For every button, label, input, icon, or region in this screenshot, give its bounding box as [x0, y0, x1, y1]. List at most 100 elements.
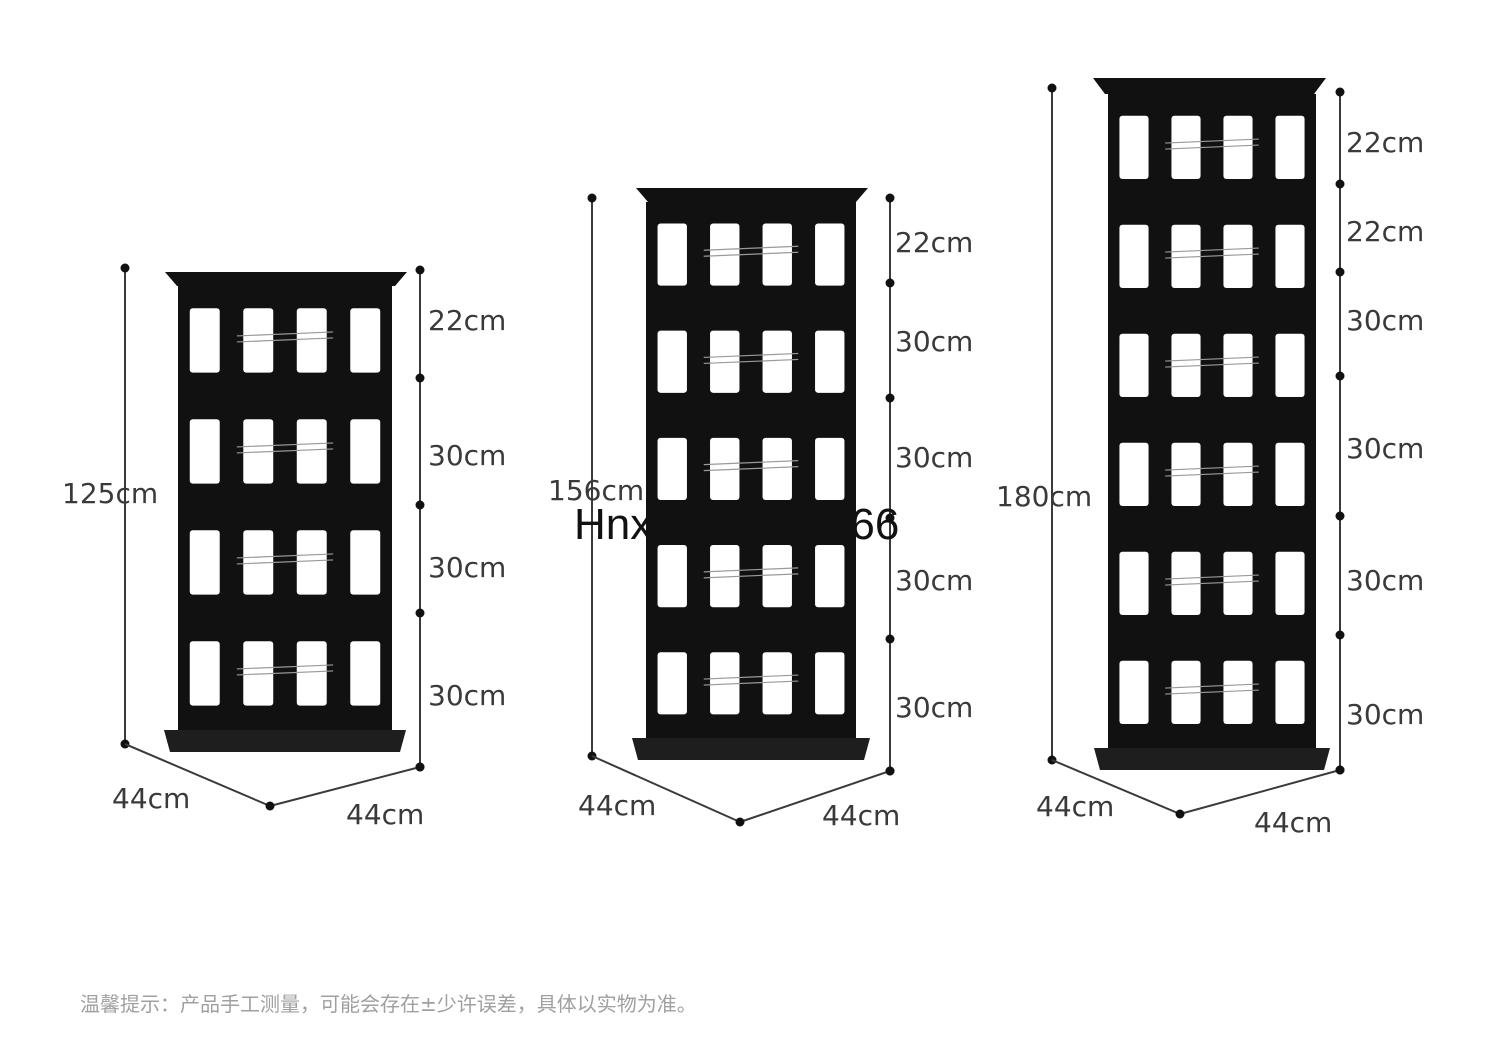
book-rail-wire [1165, 253, 1259, 259]
total-height-label: 125cm [62, 477, 158, 510]
rotating-bookshelf-3 [1093, 78, 1330, 770]
panel-cutout [657, 330, 687, 393]
book-rail-wire [703, 460, 799, 466]
panel-cutout [1275, 333, 1305, 398]
panel-cutout [189, 419, 220, 484]
depth-label: 44cm [346, 798, 424, 831]
panel-cutout [762, 652, 792, 715]
book-rail-wire [1165, 689, 1259, 695]
panel-cutout [189, 641, 220, 706]
panel-cutout [1171, 224, 1201, 289]
panel-cutout [243, 641, 274, 706]
panel-cutout [1223, 224, 1253, 289]
tier-height-label: 30cm [1346, 564, 1424, 597]
panel-cutout [710, 652, 740, 715]
panel-cutout [1223, 333, 1253, 398]
dimension-dot [735, 817, 745, 827]
panel-cutout [1171, 442, 1201, 507]
dimension-dot [1047, 83, 1057, 93]
tier-height-label: 30cm [428, 551, 506, 584]
shelf-base [164, 730, 406, 752]
dimension-dot [1175, 809, 1185, 819]
book-rail-wire [236, 448, 334, 454]
panel-cutout [815, 652, 845, 715]
book-rail-wire [1165, 471, 1259, 477]
book-rail-wire [703, 567, 799, 573]
depth-dimension-line [269, 766, 421, 807]
book-rail-wire [236, 337, 334, 343]
panel-cutout [815, 330, 845, 393]
panel-cutout [243, 530, 274, 595]
tier-height-label: 30cm [1346, 432, 1424, 465]
panel-cutout [296, 641, 327, 706]
dimension-dot [1335, 630, 1345, 640]
panel-cutout [1119, 333, 1149, 398]
panel-cutout [710, 437, 740, 501]
book-rail-wire [236, 553, 334, 559]
dimension-dot [415, 762, 425, 772]
book-rail-wire [236, 664, 334, 670]
dimension-dot [415, 608, 425, 618]
shelf-body [1108, 94, 1316, 748]
book-rail-wire [236, 670, 334, 676]
panel-cutout [657, 437, 687, 501]
tier-height-label: 30cm [895, 325, 973, 358]
watermark: Hnxdd-store 666 [574, 500, 900, 549]
panel-cutout [815, 545, 845, 608]
panel-cutout [243, 308, 274, 373]
panel-cutout [762, 545, 792, 608]
depth-label: 44cm [822, 799, 900, 832]
panel-cutout [762, 223, 792, 286]
panel-cutout [1119, 224, 1149, 289]
dimension-dot [885, 278, 895, 288]
total-height-label: 180cm [996, 480, 1092, 513]
book-rail-wire [1165, 138, 1259, 144]
panel-cutout [1171, 660, 1201, 725]
book-rail-wire [236, 331, 334, 337]
depth-dimension-line [1179, 769, 1341, 815]
panel-cutout [815, 223, 845, 286]
tier-height-label: 22cm [895, 226, 973, 259]
panel-cutout [710, 545, 740, 608]
total-height-label: 156cm [548, 474, 644, 507]
panel-cutout [189, 308, 220, 373]
dimension-dot [1335, 765, 1345, 775]
book-rail-wire [1165, 356, 1259, 362]
panel-cutout [350, 308, 381, 373]
panel-cutout [296, 308, 327, 373]
dimension-dot [1335, 371, 1345, 381]
panel-cutout [710, 223, 740, 286]
panel-cutout [710, 330, 740, 393]
shelf-top-cap [165, 272, 407, 286]
dimension-dot [1335, 87, 1345, 97]
measurement-note: 温馨提示：产品手工测量，可能会存在±少许误差，具体以实物为准。 [80, 992, 697, 1016]
panel-cutout [1223, 115, 1253, 180]
panel-cutout [350, 530, 381, 595]
panel-cutout [657, 545, 687, 608]
panel-cutout [1223, 551, 1253, 616]
panel-cutout [1119, 442, 1149, 507]
tier-height-label: 22cm [1346, 215, 1424, 248]
panel-cutout [1119, 115, 1149, 180]
tier-height-label: 30cm [895, 441, 973, 474]
dimension-dot [885, 766, 895, 776]
book-rail-wire [1165, 574, 1259, 580]
book-rail-wire [703, 352, 799, 359]
book-rail-wire [703, 674, 799, 680]
tier-height-label: 30cm [895, 564, 973, 597]
tier-height-label: 22cm [1346, 126, 1424, 159]
width-label: 44cm [578, 789, 656, 822]
panel-cutout [296, 530, 327, 595]
dimension-dot [1335, 267, 1345, 277]
panel-cutout [1119, 660, 1149, 725]
book-rail-wire [236, 442, 334, 448]
dimension-dot [415, 373, 425, 383]
panel-cutout [815, 437, 845, 501]
tier-height-label: 30cm [428, 679, 506, 712]
panel-cutout [1171, 551, 1201, 616]
tier-height-label: 30cm [428, 439, 506, 472]
width-dimension-line [1051, 759, 1181, 815]
